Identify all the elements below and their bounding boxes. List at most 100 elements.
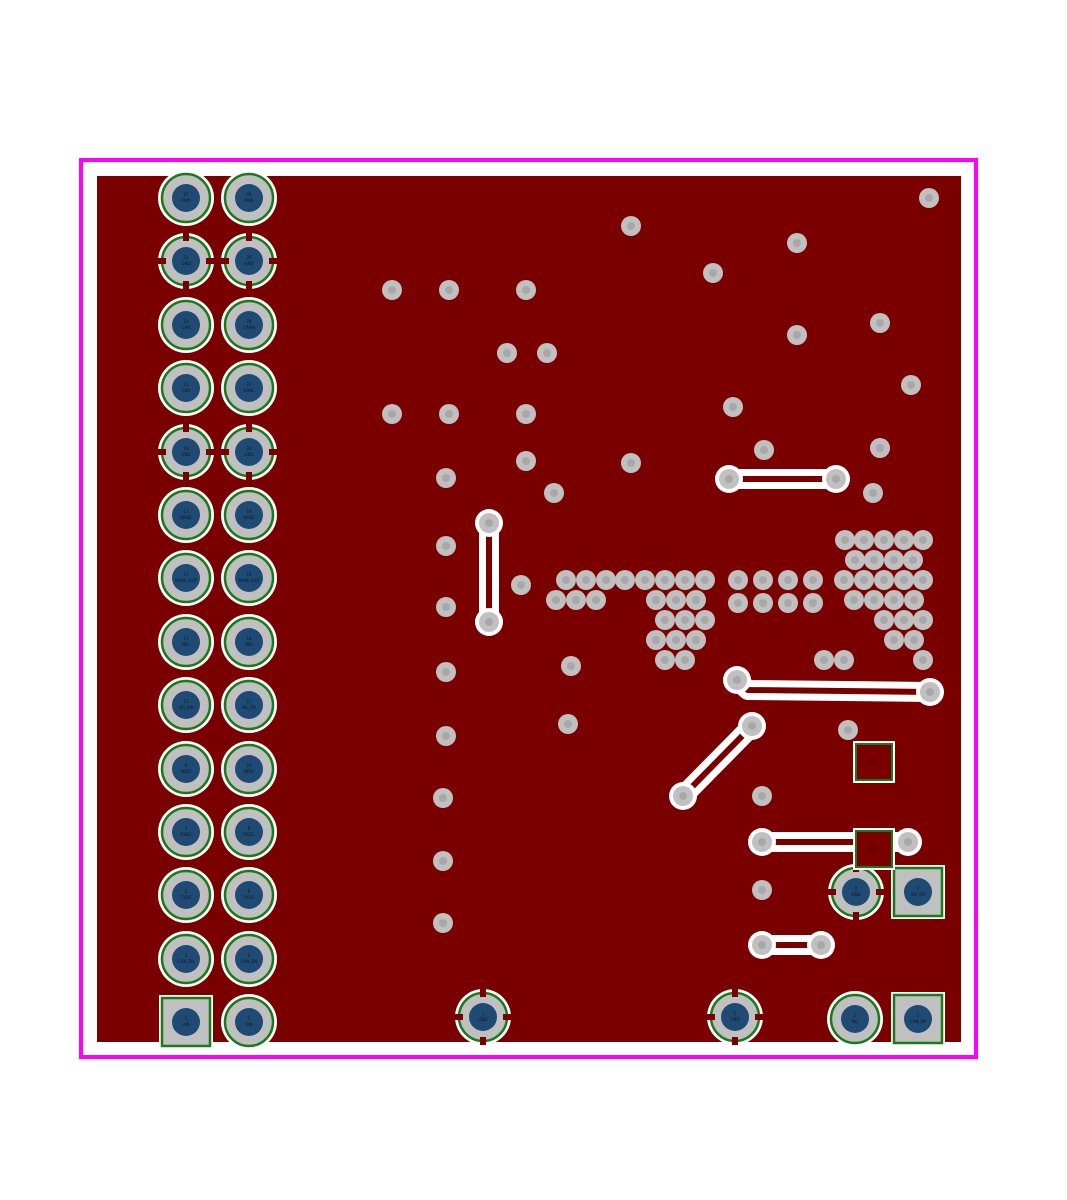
- via-drill: [880, 536, 888, 544]
- via-drill: [679, 792, 687, 800]
- pad-drill: [721, 1003, 749, 1031]
- pad-drill: [235, 691, 263, 719]
- pad-drill: [235, 247, 263, 275]
- via-drill: [758, 941, 766, 949]
- pad-net-label: NG_EN: [242, 705, 256, 710]
- via-drill: [734, 599, 742, 607]
- pad-number: 23: [183, 319, 189, 324]
- via-drill: [851, 556, 859, 564]
- via-drill: [485, 618, 493, 626]
- pad-number: 7: [185, 826, 188, 831]
- via-drill: [672, 636, 680, 644]
- pad-drill: [235, 881, 263, 909]
- via-drill: [880, 576, 888, 584]
- pad-net-label: NDRI: [244, 769, 254, 774]
- via-drill: [869, 489, 877, 497]
- via-drill: [925, 194, 933, 202]
- via-drill: [844, 726, 852, 734]
- via-drill: [919, 656, 927, 664]
- thermal-spoke: [480, 1037, 486, 1045]
- via-drill: [442, 732, 450, 740]
- via-drill: [820, 656, 828, 664]
- via-drill: [681, 616, 689, 624]
- via-drill: [562, 576, 570, 584]
- pad-drill: [904, 878, 932, 906]
- thermal-spoke: [158, 449, 166, 455]
- pad-net-label: GND: [181, 261, 190, 266]
- pad-net-label: TXDC: [242, 895, 254, 900]
- via-drill: [900, 616, 908, 624]
- pad-drill: [172, 755, 200, 783]
- pad-number: 19: [183, 446, 189, 451]
- pad-drill: [235, 755, 263, 783]
- pad-drill: [172, 438, 200, 466]
- pad-net-label: WAKE: [243, 515, 255, 520]
- via-drill: [880, 616, 888, 624]
- pad-net-label: VIN: [183, 1022, 190, 1027]
- via-drill: [701, 576, 709, 584]
- smd-copper: [855, 743, 893, 781]
- via-drill: [627, 459, 635, 467]
- thermal-spoke: [206, 449, 214, 455]
- thermal-spoke: [828, 889, 836, 895]
- pad-drill: [235, 438, 263, 466]
- pad-number: 1: [917, 1013, 920, 1018]
- pad-drill: [235, 184, 263, 212]
- via-drill: [543, 349, 551, 357]
- via-drill: [661, 656, 669, 664]
- via-drill: [445, 286, 453, 294]
- thermal-spoke: [707, 1014, 715, 1020]
- via-drill: [890, 636, 898, 644]
- via-drill: [725, 475, 733, 483]
- pad-net-label: NG_EN: [179, 705, 193, 710]
- pad-net-label: CANL: [244, 388, 256, 393]
- pad-net-label: GND: [244, 261, 253, 266]
- via-drill: [522, 286, 530, 294]
- thermal-spoke: [503, 1014, 511, 1020]
- via-drill: [439, 857, 447, 865]
- pad-net-label: GND: [730, 1017, 739, 1022]
- pad-number: 17: [183, 509, 189, 514]
- pad-number: 8: [248, 826, 251, 831]
- pad-number: 2: [854, 1013, 857, 1018]
- via-drill: [919, 536, 927, 544]
- thermal-spoke: [853, 912, 859, 920]
- pad-drill: [172, 628, 200, 656]
- via-drill: [890, 556, 898, 564]
- via-drill: [592, 596, 600, 604]
- pad-drill: [235, 311, 263, 339]
- thermal-spoke: [269, 258, 277, 264]
- traces-layer: [475, 465, 944, 959]
- smd-label: TP2: [869, 847, 878, 852]
- thermal-spoke: [732, 989, 738, 997]
- via-drill: [621, 576, 629, 584]
- via-drill: [567, 662, 575, 670]
- via-drill: [661, 576, 669, 584]
- via-drill: [442, 603, 450, 611]
- pad-number: 2: [855, 886, 858, 891]
- pad-number: 2: [248, 1016, 251, 1021]
- thermal-spoke: [246, 424, 252, 432]
- pad-net-label: CAN_EN: [178, 959, 194, 964]
- via-drill: [758, 838, 766, 846]
- via-drill: [729, 403, 737, 411]
- pad-net-label: NRL: [245, 642, 254, 647]
- via-drill: [522, 457, 530, 465]
- pad-drill: [842, 878, 870, 906]
- thermal-spoke: [480, 989, 486, 997]
- via-drill: [748, 722, 756, 730]
- pad-net-label: CAN: [182, 388, 191, 393]
- pad-drill: [841, 1005, 869, 1033]
- via-drill: [840, 576, 848, 584]
- pad-net-label: GND: [181, 452, 190, 457]
- via-drill: [388, 410, 396, 418]
- via-drill: [909, 556, 917, 564]
